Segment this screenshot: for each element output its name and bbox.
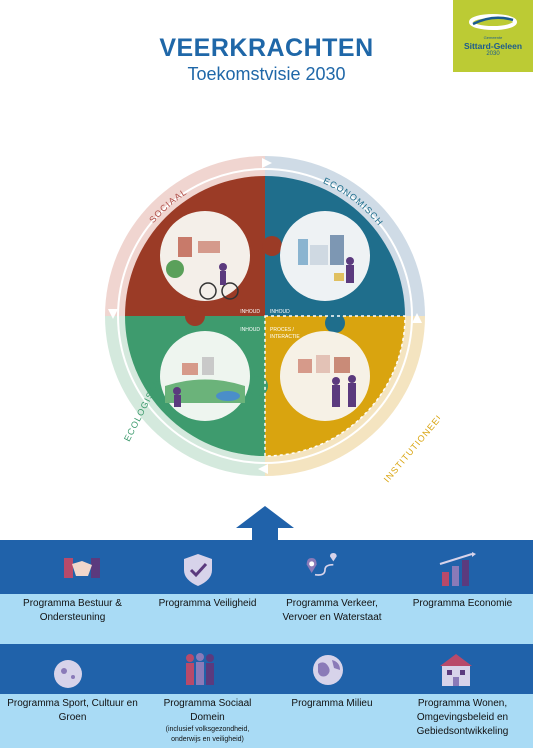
program-verkeer-line2: Vervoer en Waterstaat (282, 612, 382, 623)
program-wonen[interactable]: Programma Wonen, Omgevingsbeleid en Gebi… (392, 697, 533, 739)
program-bestuur-line1: Programma Bestuur & (23, 598, 122, 609)
logo-swoosh-icon (469, 14, 517, 30)
page-title: VEERKRACHTEN (159, 34, 374, 62)
ring-label-institutioneel: INSTITUTIONEEL (382, 411, 440, 484)
program-veiligheid[interactable]: Programma Veiligheid (140, 597, 275, 611)
bar-chart-icon (439, 552, 476, 586)
program-sociaal-line2: Domein (190, 712, 225, 723)
ecologisch-illustration (160, 331, 250, 421)
globe-icon (313, 655, 343, 685)
handshake-icon (64, 558, 100, 578)
program-milieu[interactable]: Programma Milieu (262, 697, 402, 711)
label-inhoud-1: INHOUD (240, 309, 260, 315)
program-milieu-line1: Programma Milieu (291, 698, 373, 709)
program-verkeer-line1: Programma Verkeer, (286, 598, 378, 609)
program-wonen-line2: Omgevingsbeleid en (416, 712, 509, 723)
program-bestuur[interactable]: Programma Bestuur & Ondersteuning (0, 597, 145, 625)
program-sport-line1: Programma Sport, Cultuur en (7, 698, 138, 709)
programs-label-band-1 (0, 594, 533, 644)
shield-icon (184, 554, 212, 586)
program-verkeer[interactable]: Programma Verkeer, Vervoer en Waterstaat (262, 597, 402, 625)
program-sociaal-line1: Programma Sociaal (163, 698, 252, 709)
program-economie[interactable]: Programma Economie (392, 597, 533, 611)
sociaal-illustration (160, 211, 250, 301)
municipality-logo: Gemeente Sittard-Geleen 2030 (453, 0, 533, 72)
institutioneel-illustration (280, 331, 370, 421)
program-wonen-line1: Programma Wonen, (417, 698, 508, 709)
label-interactie: INTERACTIE (270, 334, 300, 340)
program-sport[interactable]: Programma Sport, Cultuur en Groen (0, 697, 145, 725)
program-bestuur-line2: Ondersteuning (39, 612, 106, 623)
route-icon (306, 553, 337, 576)
program-wonen-line3: Gebiedsontwikkeling (416, 726, 509, 737)
label-inhoud-3: INHOUD (240, 327, 260, 333)
logo-name: Sittard-Geleen (463, 41, 523, 51)
up-arrow-icon (236, 506, 294, 544)
house-icon (440, 654, 472, 686)
people-icon (186, 653, 214, 685)
program-sport-line2: Groen (58, 712, 87, 723)
label-inhoud-2: INHOUD (270, 309, 290, 315)
label-proces: PROCES / (270, 327, 295, 333)
resilience-diagram: INHOUD INHOUD INHOUD PROCES / INTERACTIE… (105, 156, 440, 484)
program-sociaal-domein[interactable]: Programma Sociaal Domein (inclusief volk… (140, 697, 275, 745)
logo-year: 2030 (486, 51, 500, 57)
logo-small-text: Gemeente (483, 35, 503, 40)
page-subtitle: Toekomstvisie 2030 (187, 64, 346, 84)
program-sociaal-note1: (inclusief volksgezondheid, (165, 726, 250, 733)
ball-icon (54, 660, 82, 688)
program-economie-line1: Programma Economie (412, 598, 513, 609)
programs-label-band-2 (0, 694, 533, 748)
economisch-illustration (280, 211, 370, 301)
program-sociaal-note2: onderwijs en veiligheid) (171, 736, 244, 743)
program-veiligheid-line1: Programma Veiligheid (158, 598, 257, 609)
